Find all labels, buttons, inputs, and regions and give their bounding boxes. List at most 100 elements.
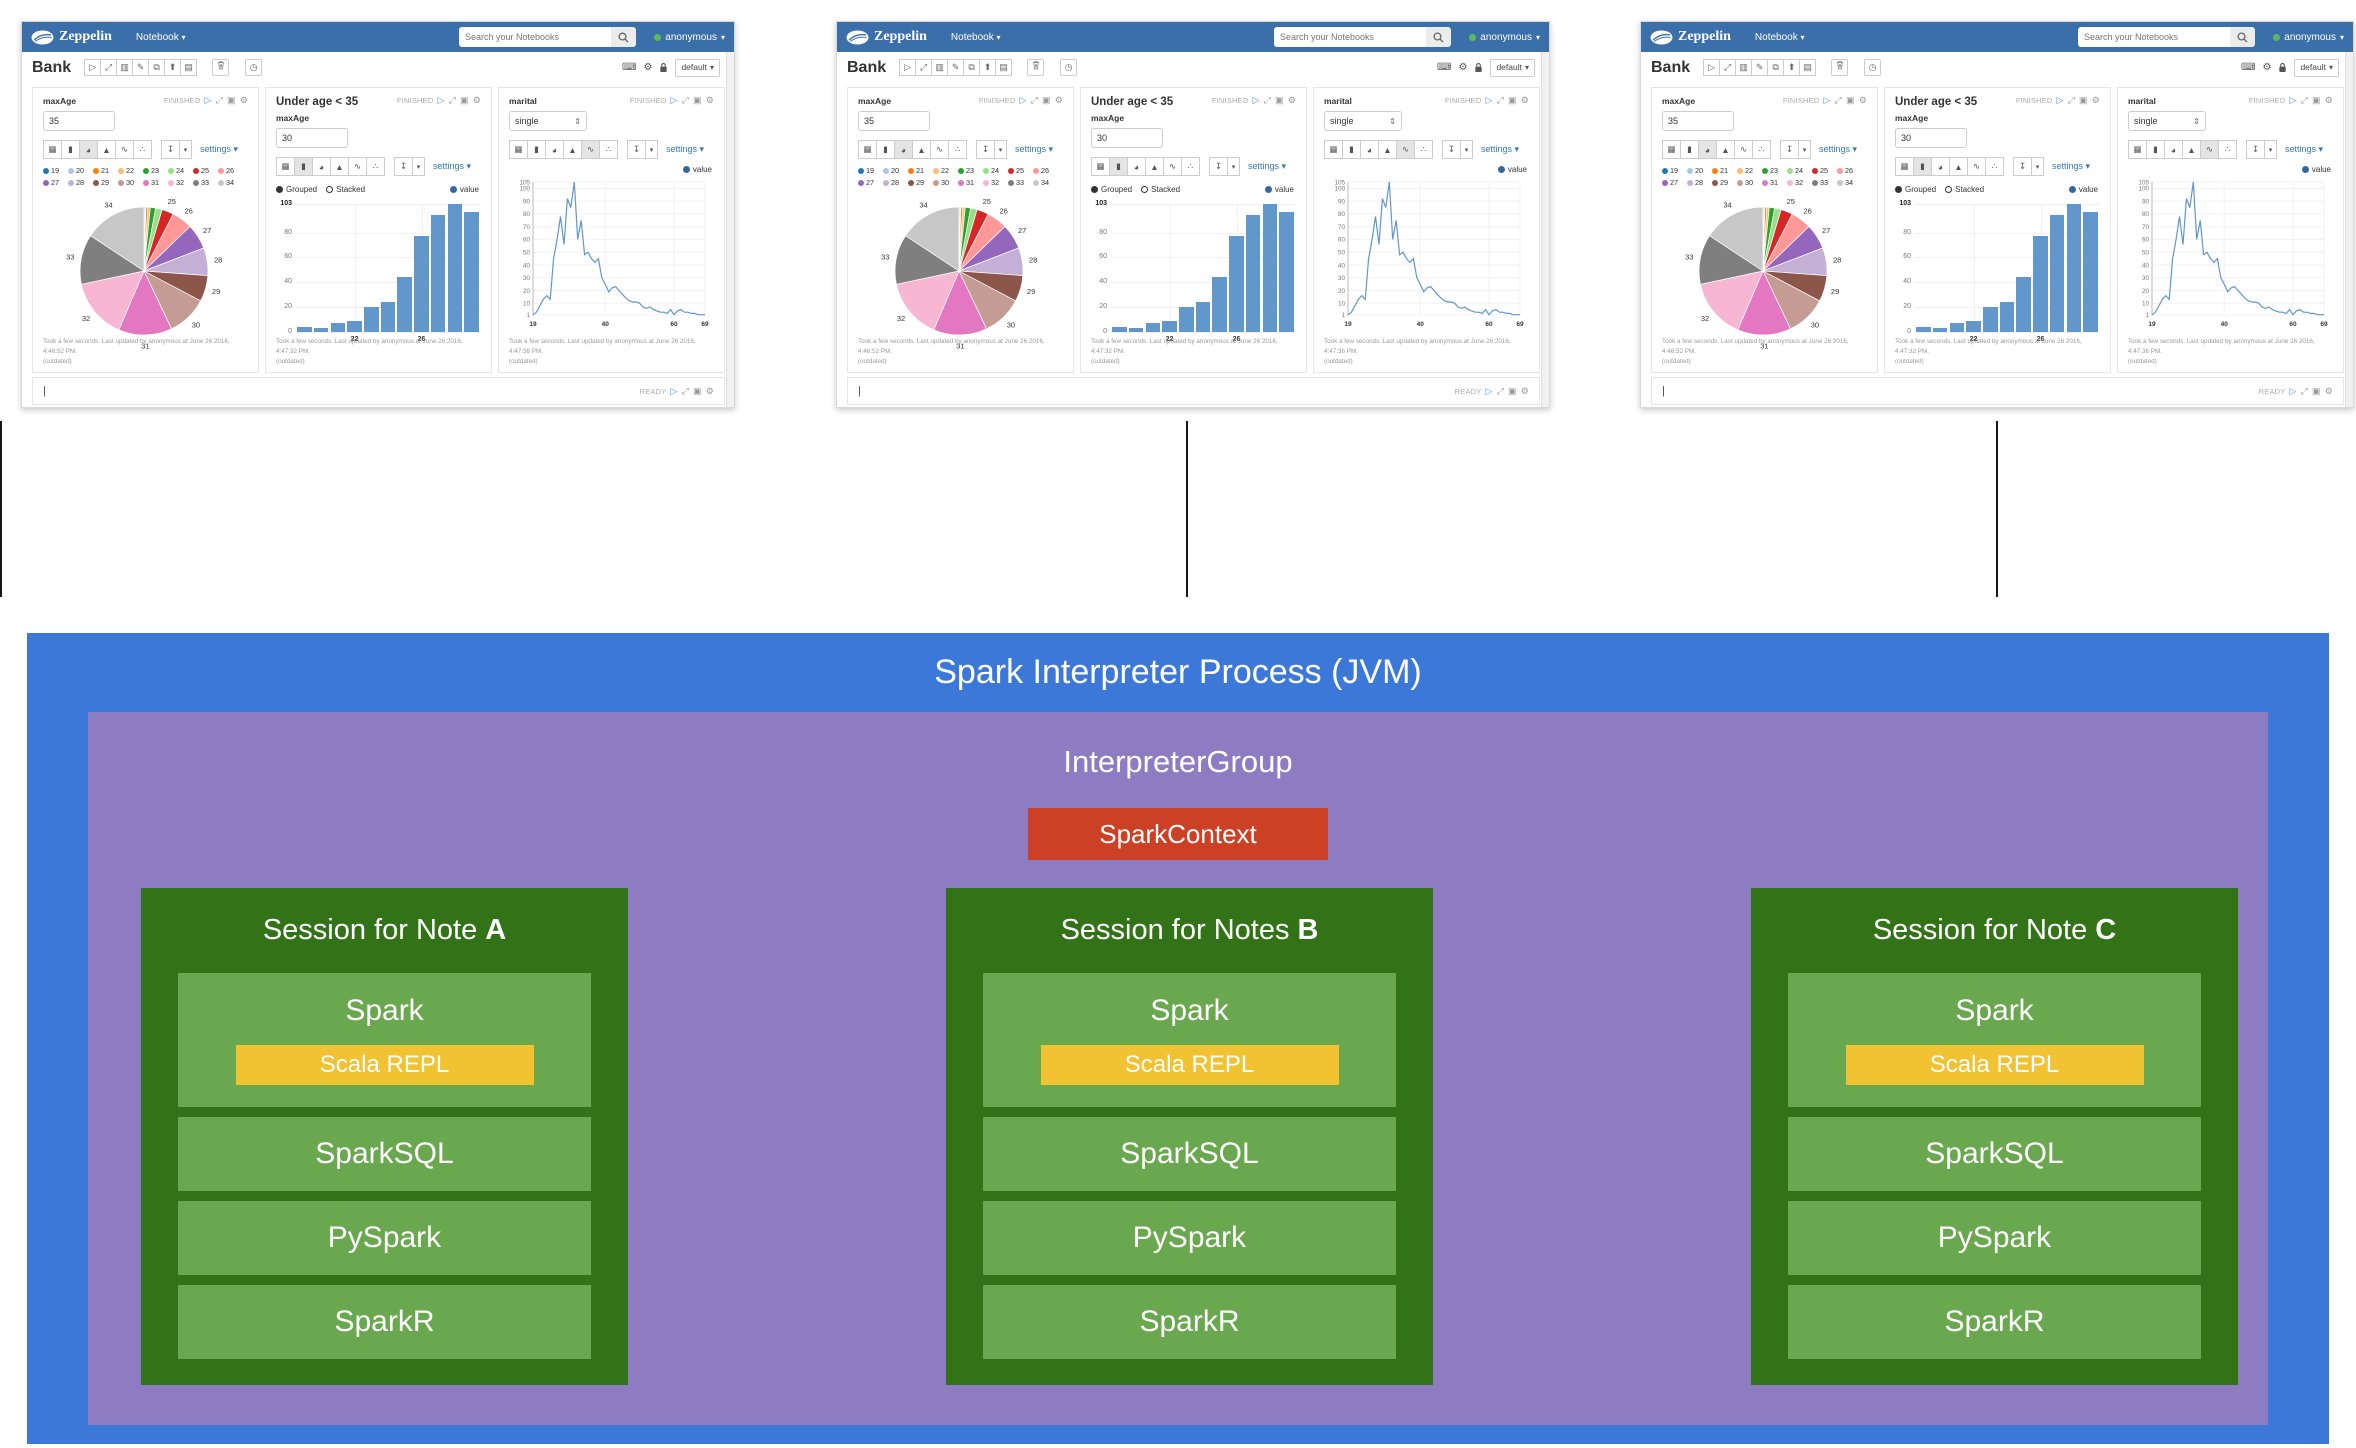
chart-type-area-button[interactable]: ▲ bbox=[563, 140, 582, 159]
toggle-output-icon[interactable]: ▣ bbox=[1508, 95, 1517, 105]
chart-type-table-button[interactable]: ▦ bbox=[1324, 140, 1343, 159]
user-menu[interactable]: anonymous ▾ bbox=[1469, 32, 1540, 43]
hide-code-icon[interactable]: ⤢ bbox=[1719, 59, 1737, 76]
maxage-input[interactable] bbox=[858, 111, 930, 131]
chart-type-pie-button[interactable]: ◕ bbox=[1931, 157, 1950, 176]
hide-code-icon[interactable]: ⤢ bbox=[915, 59, 933, 76]
run-paragraph-icon[interactable]: ▷ bbox=[1485, 95, 1493, 105]
interpreter-binding-button[interactable]: default▾ bbox=[2294, 58, 2339, 77]
chart-type-scatter-button[interactable]: ∴ bbox=[366, 157, 385, 176]
chart-type-area-button[interactable]: ▲ bbox=[97, 140, 116, 159]
chart-type-bar-button[interactable]: ▮ bbox=[1342, 140, 1361, 159]
toggle-output-icon[interactable]: ▣ bbox=[1042, 95, 1051, 105]
download-caret-icon[interactable]: ▾ bbox=[179, 140, 192, 159]
download-caret-icon[interactable]: ▾ bbox=[1798, 140, 1811, 159]
user-menu[interactable]: anonymous ▾ bbox=[2273, 32, 2344, 43]
chart-type-line-button[interactable]: ∿ bbox=[1734, 140, 1753, 159]
series-legend[interactable]: value bbox=[449, 185, 479, 194]
grouped-radio[interactable]: Grouped bbox=[1091, 185, 1132, 194]
note-title[interactable]: Bank bbox=[847, 58, 887, 76]
maxage-input[interactable] bbox=[276, 128, 348, 148]
chart-type-area-button[interactable]: ▲ bbox=[1378, 140, 1397, 159]
download-icon[interactable]: ↧ bbox=[161, 140, 180, 159]
legend-item-29[interactable]: 29 bbox=[93, 178, 118, 187]
interpreter-binding-button[interactable]: default▾ bbox=[675, 58, 720, 77]
run-paragraph-icon[interactable]: ▷ bbox=[1019, 95, 1027, 105]
search-input[interactable] bbox=[2078, 27, 2230, 47]
chart-type-pie-button[interactable]: ◕ bbox=[1127, 157, 1146, 176]
gear-icon[interactable]: ⚙ bbox=[643, 62, 653, 73]
legend-item-29[interactable]: 29 bbox=[908, 178, 933, 187]
legend-item-33[interactable]: 33 bbox=[1008, 178, 1033, 187]
run-all-icon[interactable]: ▷ bbox=[899, 59, 917, 76]
run-paragraph-icon[interactable]: ▷ bbox=[1252, 95, 1260, 105]
legend-item-29[interactable]: 29 bbox=[1712, 178, 1737, 187]
lock-icon[interactable] bbox=[659, 62, 668, 73]
chart-type-area-button[interactable]: ▲ bbox=[912, 140, 931, 159]
empty-paragraph[interactable]: | READY▷⤢▣⚙ bbox=[1651, 377, 2344, 405]
chart-type-line-button[interactable]: ∿ bbox=[1967, 157, 1986, 176]
notebook-menu[interactable]: Notebook ▾ bbox=[135, 31, 186, 43]
legend-item-26[interactable]: 26 bbox=[1033, 166, 1058, 175]
chart-type-line-button[interactable]: ∿ bbox=[1396, 140, 1415, 159]
marital-select[interactable]: single⇕ bbox=[509, 111, 587, 131]
chart-type-pie-button[interactable]: ◕ bbox=[312, 157, 331, 176]
paragraph-gear-icon[interactable]: ⚙ bbox=[1858, 95, 1867, 105]
chart-type-table-button[interactable]: ▦ bbox=[2128, 140, 2147, 159]
paragraph-gear-icon[interactable]: ⚙ bbox=[239, 95, 248, 105]
chart-type-table-button[interactable]: ▦ bbox=[43, 140, 62, 159]
chart-type-bar-button[interactable]: ▮ bbox=[2146, 140, 2165, 159]
scheduler-icon[interactable]: ◷ bbox=[245, 59, 263, 76]
chart-type-line-button[interactable]: ∿ bbox=[930, 140, 949, 159]
legend-item-32[interactable]: 32 bbox=[168, 178, 193, 187]
empty-paragraph[interactable]: | READY▷⤢▣⚙ bbox=[32, 377, 725, 405]
expand-icon[interactable]: ⤢ bbox=[448, 95, 456, 105]
hide-output-icon[interactable]: ▥ bbox=[931, 59, 949, 76]
chart-type-table-button[interactable]: ▦ bbox=[1895, 157, 1914, 176]
chart-type-line-button[interactable]: ∿ bbox=[581, 140, 600, 159]
expand-icon[interactable]: ⤢ bbox=[1263, 95, 1271, 105]
chart-type-scatter-button[interactable]: ∴ bbox=[1181, 157, 1200, 176]
series-legend[interactable]: value bbox=[682, 165, 712, 174]
chart-type-line-button[interactable]: ∿ bbox=[2200, 140, 2219, 159]
paragraph-gear-icon[interactable]: ⚙ bbox=[2324, 95, 2333, 105]
paragraph-gear-icon[interactable]: ⚙ bbox=[1520, 385, 1529, 396]
series-legend[interactable]: value bbox=[1497, 165, 1527, 174]
paragraph-gear-icon[interactable]: ⚙ bbox=[705, 95, 714, 105]
maxage-input[interactable] bbox=[43, 111, 115, 131]
paragraph-gear-icon[interactable]: ⚙ bbox=[2091, 95, 2100, 105]
chart-type-bar-button[interactable]: ▮ bbox=[527, 140, 546, 159]
legend-item-25[interactable]: 25 bbox=[193, 166, 218, 175]
keyboard-icon[interactable]: ⌨ bbox=[2241, 62, 2256, 73]
run-paragraph-icon[interactable]: ▷ bbox=[437, 95, 445, 105]
legend-item-24[interactable]: 24 bbox=[168, 166, 193, 175]
chart-type-scatter-button[interactable]: ∴ bbox=[1985, 157, 2004, 176]
note-title[interactable]: Bank bbox=[32, 58, 72, 76]
download-caret-icon[interactable]: ▾ bbox=[1227, 157, 1240, 176]
settings-link[interactable]: settings ▾ bbox=[2285, 144, 2324, 154]
clear-output-icon[interactable]: ✎ bbox=[1751, 59, 1769, 76]
expand-icon[interactable]: ⤢ bbox=[1030, 95, 1038, 105]
toggle-output-icon[interactable]: ▣ bbox=[227, 95, 236, 105]
keyboard-icon[interactable]: ⌨ bbox=[1437, 62, 1452, 73]
download-icon[interactable]: ↧ bbox=[976, 140, 995, 159]
run-paragraph-icon[interactable]: ▷ bbox=[2289, 385, 2297, 396]
paragraph-gear-icon[interactable]: ⚙ bbox=[1520, 95, 1529, 105]
empty-paragraph[interactable]: | READY▷⤢▣⚙ bbox=[847, 377, 1540, 405]
chart-type-line-button[interactable]: ∿ bbox=[348, 157, 367, 176]
run-paragraph-icon[interactable]: ▷ bbox=[1823, 95, 1831, 105]
clone-note-icon[interactable]: ⧉ bbox=[1767, 59, 1785, 76]
search-icon[interactable] bbox=[2230, 27, 2255, 47]
window-scrollbar[interactable] bbox=[726, 52, 734, 407]
clear-output-icon[interactable]: ✎ bbox=[132, 59, 150, 76]
download-icon[interactable]: ↧ bbox=[394, 157, 413, 176]
legend-item-26[interactable]: 26 bbox=[1837, 166, 1862, 175]
legend-item-32[interactable]: 32 bbox=[983, 178, 1008, 187]
gear-icon[interactable]: ⚙ bbox=[1458, 62, 1468, 73]
legend-item-26[interactable]: 26 bbox=[218, 166, 243, 175]
legend-item-27[interactable]: 27 bbox=[858, 178, 883, 187]
chart-type-table-button[interactable]: ▦ bbox=[858, 140, 877, 159]
download-caret-icon[interactable]: ▾ bbox=[1460, 140, 1473, 159]
chart-type-pie-button[interactable]: ◕ bbox=[79, 140, 98, 159]
run-all-icon[interactable]: ▷ bbox=[84, 59, 102, 76]
